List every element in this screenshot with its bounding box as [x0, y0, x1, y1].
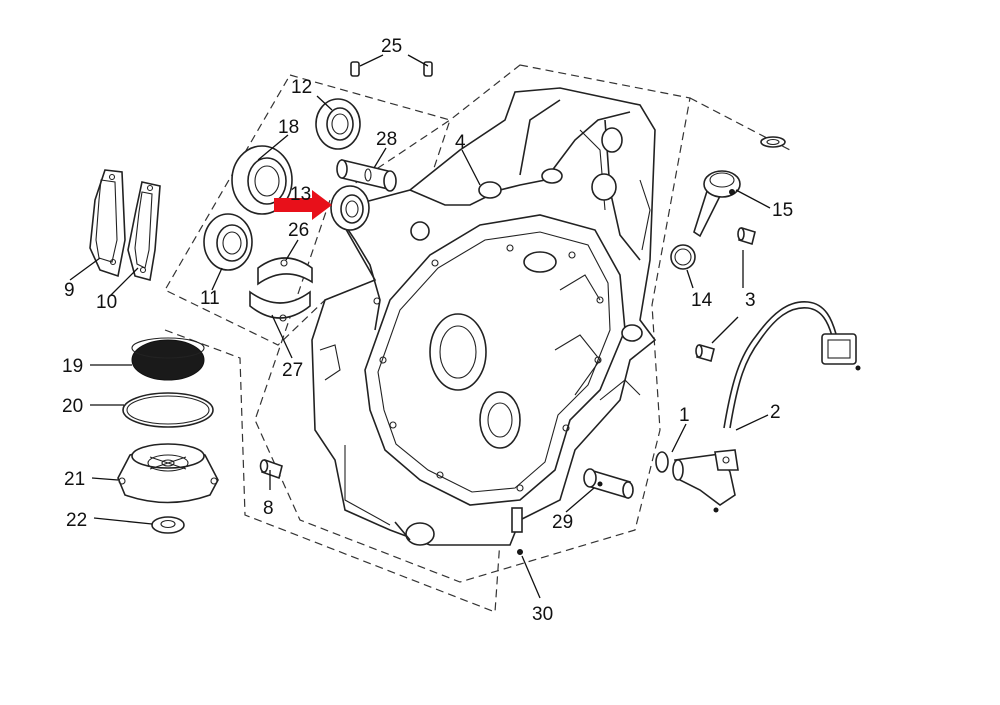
callout-20: 20 — [62, 396, 83, 417]
callout-30: 30 — [532, 604, 553, 625]
shaft-part-29 — [583, 468, 634, 500]
callout-labels: 1 2 3 4 8 9 10 11 12 13 14 15 18 19 20 2… — [62, 36, 793, 625]
callout-1: 1 — [679, 405, 690, 426]
filter-screen-part-19 — [131, 337, 205, 381]
callout-9: 9 — [64, 280, 75, 301]
callout-18: 18 — [278, 117, 299, 138]
callout-28: 28 — [376, 129, 397, 150]
callout-11: 11 — [200, 288, 220, 309]
callout-2: 2 — [770, 402, 781, 423]
dowel-part-3 — [695, 226, 756, 362]
callout-4: 4 — [455, 132, 466, 153]
gasket-part-10 — [127, 181, 161, 281]
callout-12: 12 — [291, 77, 312, 98]
callout-22: 22 — [66, 510, 87, 531]
callout-29: 29 — [552, 512, 573, 533]
bearing-shell-part-27 — [249, 290, 311, 322]
oil-dipstick-part-15 — [693, 170, 741, 238]
o-ring-part-14 — [670, 244, 696, 270]
callout-10: 10 — [96, 292, 117, 313]
callout-13: 13 — [290, 184, 311, 205]
callout-8: 8 — [263, 498, 274, 519]
gasket-part-9 — [89, 169, 126, 278]
speed-sensor-part-2 — [672, 301, 861, 513]
bearing-shell-part-26 — [257, 257, 313, 286]
bearing-part-18 — [231, 145, 293, 215]
callout-27: 27 — [282, 360, 303, 381]
o-ring-part-1 — [655, 451, 669, 473]
bearing-part-11 — [203, 213, 253, 271]
dowel-part-8 — [259, 458, 283, 480]
sleeve-part-28 — [336, 158, 397, 192]
washer-top-right — [760, 136, 786, 148]
callout-3: 3 — [745, 290, 756, 311]
washer-part-22 — [151, 516, 185, 534]
callout-21: 21 — [64, 469, 85, 490]
callout-14: 14 — [691, 290, 713, 311]
bearing-part-12 — [315, 98, 361, 150]
callout-19: 19 — [62, 356, 83, 377]
bearing-part-13 — [330, 185, 370, 231]
callout-15: 15 — [772, 200, 793, 221]
leader-lines — [69, 54, 771, 599]
o-ring-part-20 — [122, 392, 214, 428]
crankcase-housing — [311, 87, 657, 555]
callout-26: 26 — [288, 220, 309, 241]
highlight-arrow — [274, 190, 332, 220]
callout-25: 25 — [381, 36, 402, 57]
filter-cover-part-21 — [117, 443, 219, 504]
